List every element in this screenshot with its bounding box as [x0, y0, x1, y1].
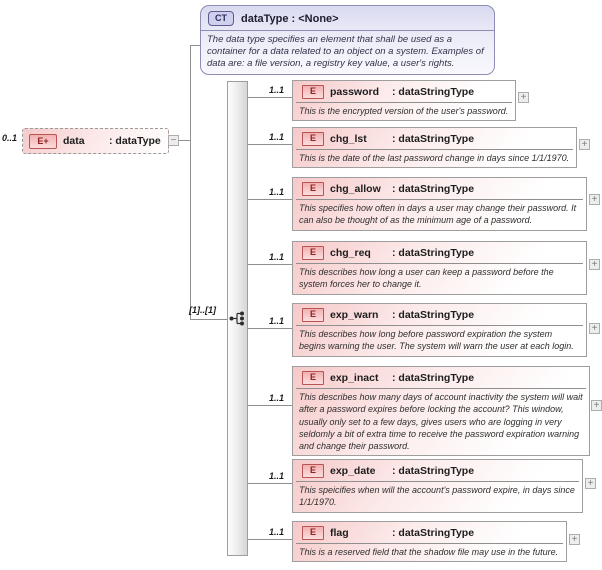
element-icon: E: [302, 526, 324, 540]
cardinality-label: 1..1: [268, 471, 284, 481]
sequence-icon: [229, 311, 244, 326]
element-title-row: E chg_lst : dataStringType: [296, 128, 573, 150]
element-icon: E: [302, 85, 324, 99]
connector-line: [248, 539, 292, 540]
element-title-row: E password : dataStringType: [296, 81, 512, 103]
collapse-button[interactable]: −: [168, 135, 179, 146]
root-element-box[interactable]: E+ data : dataType: [22, 128, 169, 154]
element-name: exp_inact: [330, 372, 379, 384]
expand-button[interactable]: +: [589, 259, 600, 270]
element-type: : dataStringType: [392, 133, 475, 145]
complex-type-icon: CT: [208, 11, 234, 26]
ct-connector-line: [190, 45, 201, 46]
tree-vertical-line: [190, 45, 191, 320]
expand-button[interactable]: +: [591, 400, 602, 411]
element-icon: E: [302, 464, 324, 478]
cardinality-label: 1..1: [268, 252, 284, 262]
expand-button[interactable]: +: [569, 534, 580, 545]
connector-line: [248, 264, 292, 265]
element-type: : dataStringType: [392, 527, 475, 539]
cardinality-label: 1..1: [268, 527, 284, 537]
element-icon: E: [302, 371, 324, 385]
element-annotation: This specifies how often in days a user …: [299, 203, 577, 226]
element-title-row: E exp_warn : dataStringType: [296, 304, 583, 326]
element-title-row: E exp_date : dataStringType: [296, 460, 579, 482]
element-annotation: This is a reserved field that the shadow…: [299, 547, 559, 557]
element-name: chg_req: [330, 247, 371, 259]
element-icon: E: [302, 246, 324, 260]
element-title-row: E chg_allow : dataStringType: [296, 178, 583, 200]
element-type: : dataStringType: [392, 183, 475, 195]
element-icon: E: [302, 182, 324, 196]
element-type: : dataStringType: [392, 372, 475, 384]
element-name: exp_warn: [330, 309, 379, 321]
element-annotation: This speicifies when will the account's …: [299, 485, 575, 508]
element-type: : dataStringType: [392, 86, 475, 98]
element-title-row: E chg_req : dataStringType: [296, 242, 583, 264]
expand-button[interactable]: +: [589, 323, 600, 334]
cardinality-label: 1..1: [268, 316, 284, 326]
element-box-chg-req[interactable]: E chg_req : dataStringType This describe…: [292, 241, 587, 295]
expand-button[interactable]: +: [579, 139, 590, 150]
sequence-occurrence: [1]..[1]: [189, 305, 216, 315]
element-expand-icon: E+: [29, 133, 57, 149]
sequence-connector-line: [190, 319, 228, 320]
element-box-password[interactable]: E password : dataStringType This is the …: [292, 80, 516, 122]
expand-button[interactable]: +: [518, 92, 529, 103]
complex-type-name: dataType : <None>: [241, 12, 339, 25]
element-icon: E: [302, 308, 324, 322]
cardinality-label: 1..1: [268, 132, 284, 142]
element-icon: E: [302, 132, 324, 146]
element-type: : dataStringType: [392, 465, 475, 477]
element-box-chg-allow[interactable]: E chg_allow : dataStringType This specif…: [292, 177, 587, 231]
element-name: chg_allow: [330, 183, 381, 195]
element-title-row: E flag : dataStringType: [296, 522, 563, 544]
expand-button[interactable]: +: [585, 478, 596, 489]
element-name: password: [330, 86, 380, 98]
cardinality-label: 1..1: [268, 85, 284, 95]
connector-line: [248, 405, 292, 406]
element-name: chg_lst: [330, 133, 367, 145]
element-box-exp-warn[interactable]: E exp_warn : dataStringType This describ…: [292, 303, 587, 357]
connector-line: [248, 483, 292, 484]
element-annotation: This is the date of the last password ch…: [299, 153, 570, 163]
connector-line: [248, 97, 292, 98]
root-connector-line: [179, 140, 191, 141]
connector-line: [248, 328, 292, 329]
element-name: exp_date: [330, 465, 376, 477]
element-name: flag: [330, 527, 349, 539]
connector-line: [248, 199, 292, 200]
element-annotation: This describes how long a user can keep …: [299, 267, 554, 290]
expand-button[interactable]: +: [589, 194, 600, 205]
cardinality-label: 1..1: [268, 393, 284, 403]
cardinality-label: 1..1: [268, 187, 284, 197]
element-box-exp-date[interactable]: E exp_date : dataStringType This speicif…: [292, 459, 583, 513]
root-element-name: data: [63, 135, 85, 147]
element-box-exp-inact[interactable]: E exp_inact : dataStringType This descri…: [292, 366, 590, 457]
complex-type-title-row: CT dataType : <None>: [201, 6, 494, 31]
root-element-type: : dataType: [109, 135, 161, 147]
element-title-row: E exp_inact : dataStringType: [296, 367, 586, 389]
complex-type-annotation: The data type specifies an element that …: [207, 34, 484, 69]
element-type: : dataStringType: [392, 309, 475, 321]
element-box-chg-lst[interactable]: E chg_lst : dataStringType This is the d…: [292, 127, 577, 169]
element-annotation: This is the encrypted version of the use…: [299, 106, 509, 116]
element-annotation: This describes how long before password …: [299, 329, 574, 352]
element-type: : dataStringType: [392, 247, 475, 259]
complex-type-box[interactable]: CT dataType : <None> The data type speci…: [200, 5, 495, 75]
root-cardinality: 0..1: [2, 133, 18, 143]
connector-line: [248, 144, 292, 145]
element-annotation: This describes how many days of account …: [299, 392, 583, 452]
element-box-flag[interactable]: E flag : dataStringType This is a reserv…: [292, 521, 567, 563]
